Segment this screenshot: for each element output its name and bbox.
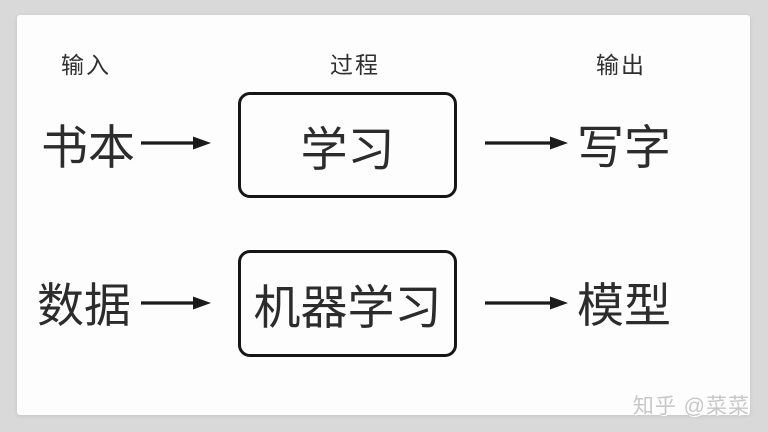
row1-process-label: 学习 [300,122,395,176]
column-header-output: 输出 [596,52,646,78]
arrow-right-icon [141,296,211,310]
arrow-right-icon [485,296,568,310]
arrow-right-icon [485,136,568,150]
row2-process-box: 机器学习 [238,250,457,357]
row2-process-label: 机器学习 [253,281,442,334]
row1-process-box: 学习 [238,92,457,198]
column-header-process: 过程 [330,52,380,78]
row1-input-label: 书本 [41,121,135,174]
arrow-right-icon [141,136,211,150]
column-header-input: 输入 [61,52,111,78]
row1-output-label: 写字 [577,121,671,174]
row2-input-label: 数据 [37,279,131,332]
row2-output-label: 模型 [577,279,671,332]
zhihu-watermark: 知乎 @菜菜 [632,395,750,418]
